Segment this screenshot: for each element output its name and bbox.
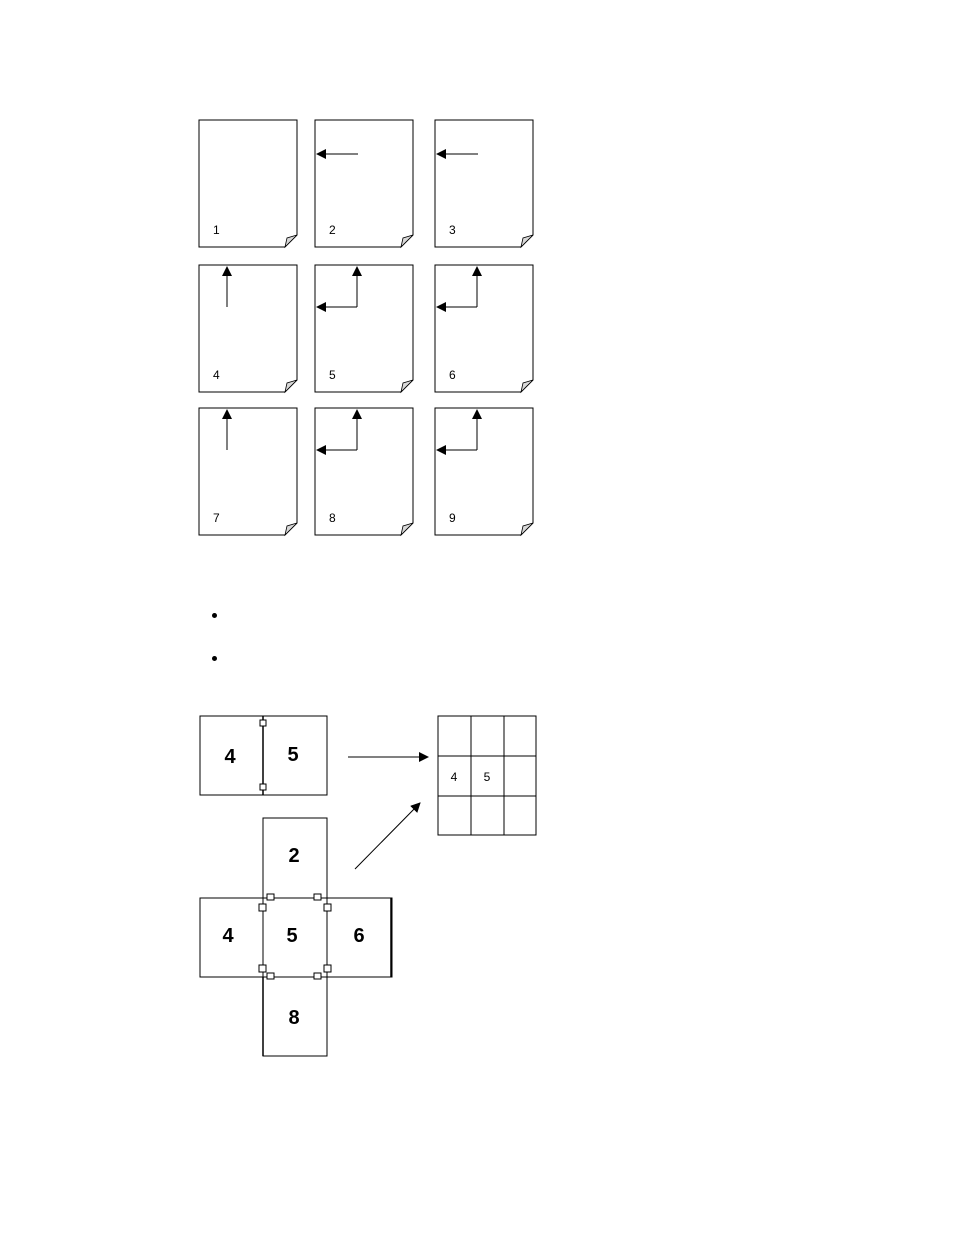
page-number: 5 <box>329 368 336 382</box>
pair-diagram: 4 5 <box>200 716 327 795</box>
result-cell-label: 4 <box>451 770 458 784</box>
pair-left-label: 4 <box>224 746 236 768</box>
cross-right-label: 6 <box>353 925 364 947</box>
page-6: 6 <box>435 265 533 392</box>
cross-left-label: 4 <box>222 925 234 947</box>
page-9: 9 <box>435 408 533 535</box>
cross-diagram: 2 4 5 6 8 <box>200 818 392 1056</box>
page-2: 2 <box>315 120 413 247</box>
page-number: 1 <box>213 223 220 237</box>
bullet-dot <box>212 656 217 661</box>
page-3: 3 <box>435 120 533 247</box>
page-number: 4 <box>213 368 220 382</box>
cross-top-label: 2 <box>288 845 299 867</box>
page-number: 2 <box>329 223 336 237</box>
page-1: 1 <box>199 120 297 247</box>
page-number: 6 <box>449 368 456 382</box>
bullet-dot <box>212 613 217 618</box>
page-number: 3 <box>449 223 456 237</box>
page-8: 8 <box>315 408 413 535</box>
page-5: 5 <box>315 265 413 392</box>
pair-right-label: 5 <box>287 744 298 766</box>
arrow-diagonal <box>355 803 420 869</box>
page-7: 7 <box>199 408 297 535</box>
page-4: 4 <box>199 265 297 392</box>
page-number: 7 <box>213 511 220 525</box>
page-number: 9 <box>449 511 456 525</box>
result-cell-label: 5 <box>484 770 491 784</box>
page-number: 8 <box>329 511 336 525</box>
cross-center-label: 5 <box>286 925 297 947</box>
cross-bottom-label: 8 <box>288 1007 299 1029</box>
page-grid: 1 2 3 4 5 6 7 8 9 <box>199 120 533 535</box>
